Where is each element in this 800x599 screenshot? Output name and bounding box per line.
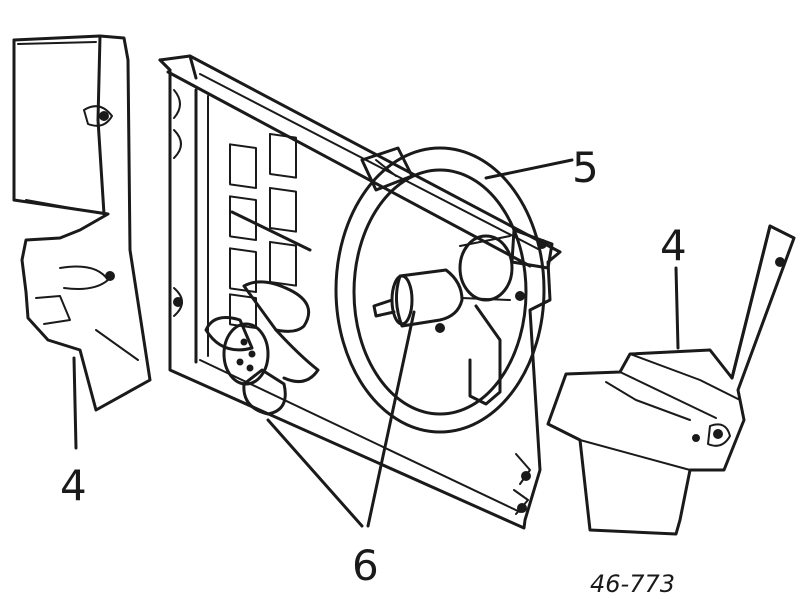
- callout-right-shroud: 4: [660, 221, 687, 270]
- leader-fan-blades: [266, 418, 364, 528]
- callout-fan-and-motor: 6: [352, 541, 379, 590]
- fan-motor: [372, 234, 525, 406]
- callout-fan-shroud-ring: 5: [572, 143, 599, 192]
- fan-blades: [204, 280, 320, 416]
- right-side-shroud: [546, 224, 796, 536]
- leader-fan-motor: [366, 310, 416, 528]
- callout-left-shroud: 4: [60, 461, 87, 510]
- fan-shroud-ring: [334, 146, 554, 434]
- left-side-shroud: [12, 34, 152, 412]
- leader-fan-shroud-ring: [484, 158, 574, 180]
- figure-reference: 46-773: [590, 570, 675, 598]
- leader-left-shroud: [72, 356, 78, 450]
- leader-right-shroud: [674, 266, 680, 350]
- radiator-frame: [158, 54, 562, 530]
